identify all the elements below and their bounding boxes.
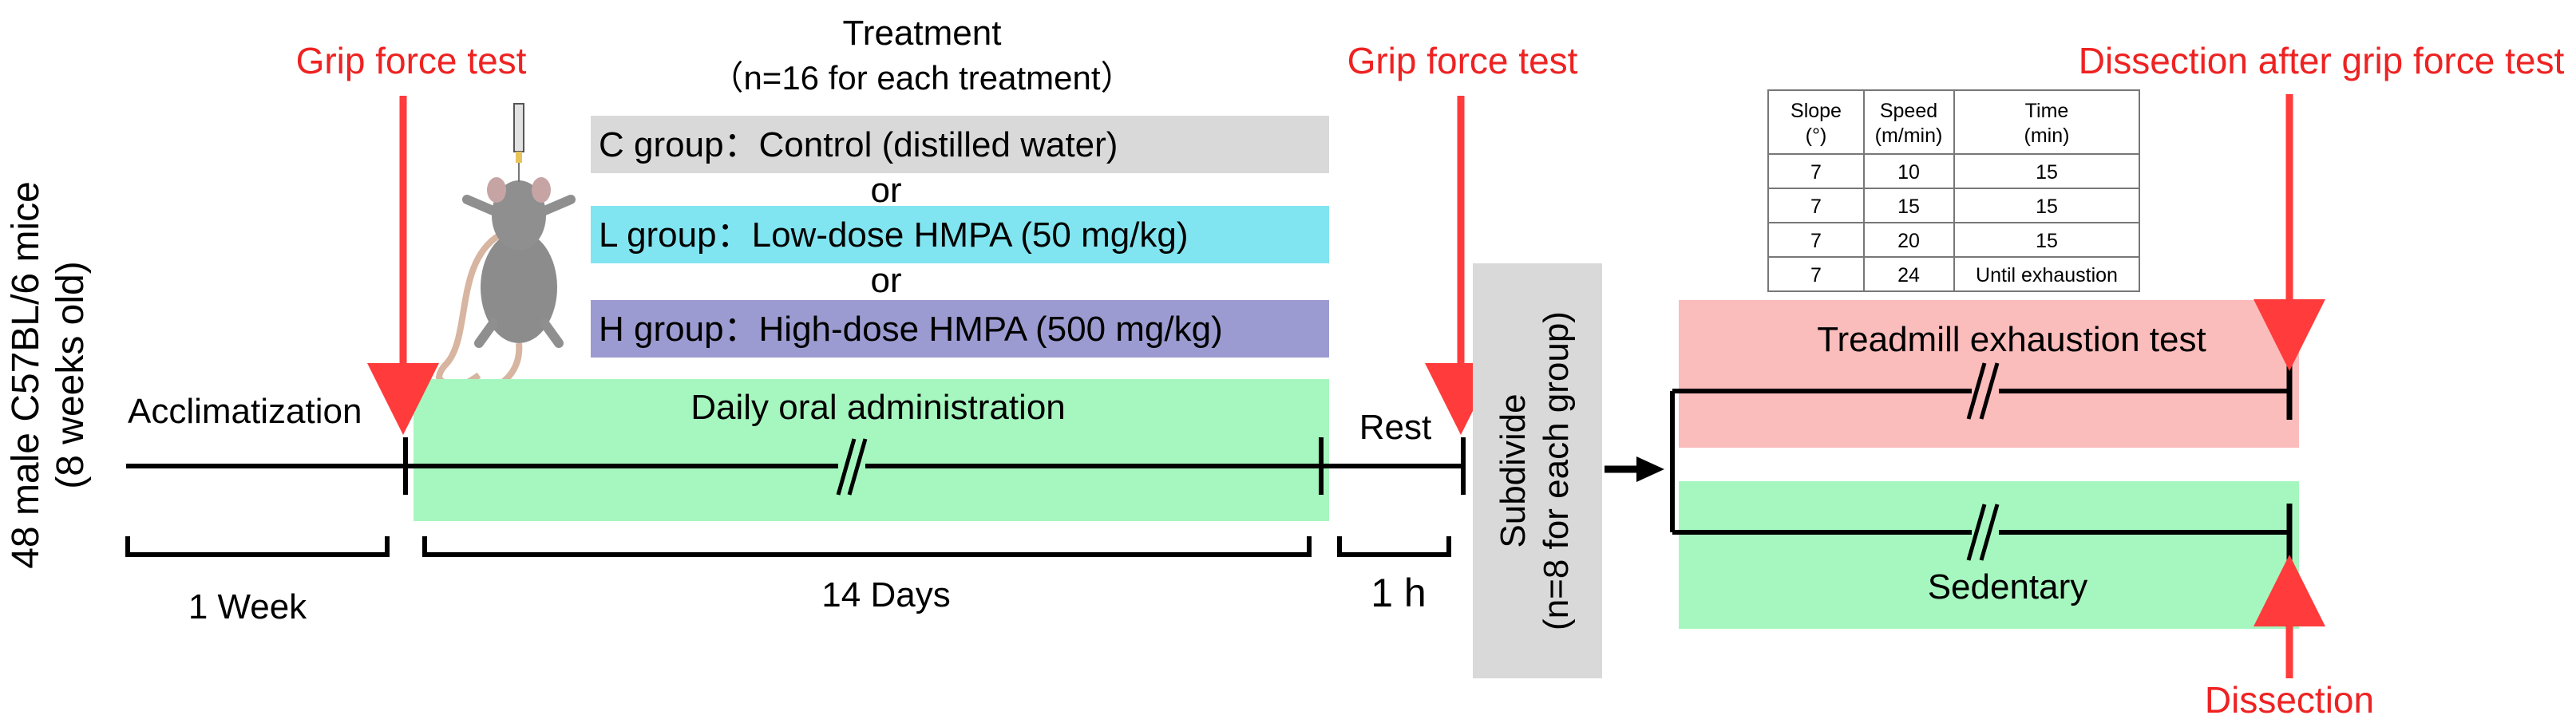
rest-label: Rest xyxy=(1359,408,1431,447)
duration-1-week: 1 Week xyxy=(188,587,307,626)
table-cell: 15 xyxy=(2036,230,2058,252)
dissection-after-grip-label: Dissection after grip force test xyxy=(2079,40,2565,81)
low-dose-group-label: L group：Low-dose HMPA (50 mg/kg) xyxy=(599,215,1189,255)
high-dose-group-box xyxy=(591,300,1329,358)
table-cell: 10 xyxy=(1897,161,1920,184)
duration-1-h: 1 h xyxy=(1371,571,1426,615)
table-cell: 15 xyxy=(2036,161,2058,184)
high-dose-group-label: H group：High-dose HMPA (500 mg/kg) xyxy=(599,310,1223,349)
branch-arrow xyxy=(1605,456,1664,482)
or-separator-2: or xyxy=(870,261,901,300)
table-cell: Until exhaustion xyxy=(1976,264,2118,286)
table-header-slope-unit: (°) xyxy=(1806,124,1827,147)
subjects-line2: (8 weeks old) xyxy=(49,261,92,488)
control-group-label: C group：Control (distilled water) xyxy=(599,125,1118,164)
table-cell: 7 xyxy=(1810,161,1822,184)
branch-lines xyxy=(1670,362,2293,561)
table-cell: 20 xyxy=(1897,230,1920,252)
daily-admin-label: Daily oral administration xyxy=(690,388,1066,427)
control-group-box xyxy=(591,116,1329,173)
duration-14-days: 14 Days xyxy=(821,575,950,614)
sedentary-label: Sedentary xyxy=(1928,567,2088,606)
treatment-title: Treatment xyxy=(843,14,1002,53)
subdivide-box xyxy=(1473,263,1602,678)
table-cell: 15 xyxy=(2036,196,2058,218)
subdivide-line1: Subdivide xyxy=(1494,393,1533,547)
protocol-table xyxy=(1767,89,2140,292)
subjects-line1: 48 male C57BL/6 mice xyxy=(5,181,47,569)
table-header-speed: Speed xyxy=(1880,100,1937,122)
table-header-time: Time xyxy=(2025,100,2069,122)
dissection-label: Dissection xyxy=(2205,679,2374,721)
table-cell: 15 xyxy=(1897,196,1920,218)
table-cell: 7 xyxy=(1810,264,1822,286)
duration-brackets xyxy=(125,536,1451,557)
or-separator-1: or xyxy=(870,171,901,210)
low-dose-group-box xyxy=(591,206,1329,263)
acclimatization-label: Acclimatization xyxy=(128,392,362,431)
table-cell: 7 xyxy=(1810,196,1822,218)
treatment-subtitle: （n=16 for each treatment） xyxy=(710,59,1134,97)
daily-admin-band xyxy=(414,379,1329,521)
treadmill-label: Treadmill exhaustion test xyxy=(1817,320,2206,359)
subdivide-line2: (n=8 for each group) xyxy=(1537,311,1576,630)
mouse-with-syringe-icon xyxy=(436,103,576,395)
table-header-time-unit: (min) xyxy=(2024,124,2070,147)
grip-force-label-2: Grip force test xyxy=(1347,40,1578,81)
table-header-slope: Slope xyxy=(1791,100,1842,122)
table-cell: 24 xyxy=(1897,264,1920,286)
grip-force-label-1: Grip force test xyxy=(296,40,527,81)
main-timeline xyxy=(126,437,1466,496)
table-cell: 7 xyxy=(1810,230,1822,252)
subjects-label: 48 male C57BL/6 mice (8 weeks old) xyxy=(5,181,92,569)
table-header-speed-unit: (m/min) xyxy=(1875,124,1943,147)
